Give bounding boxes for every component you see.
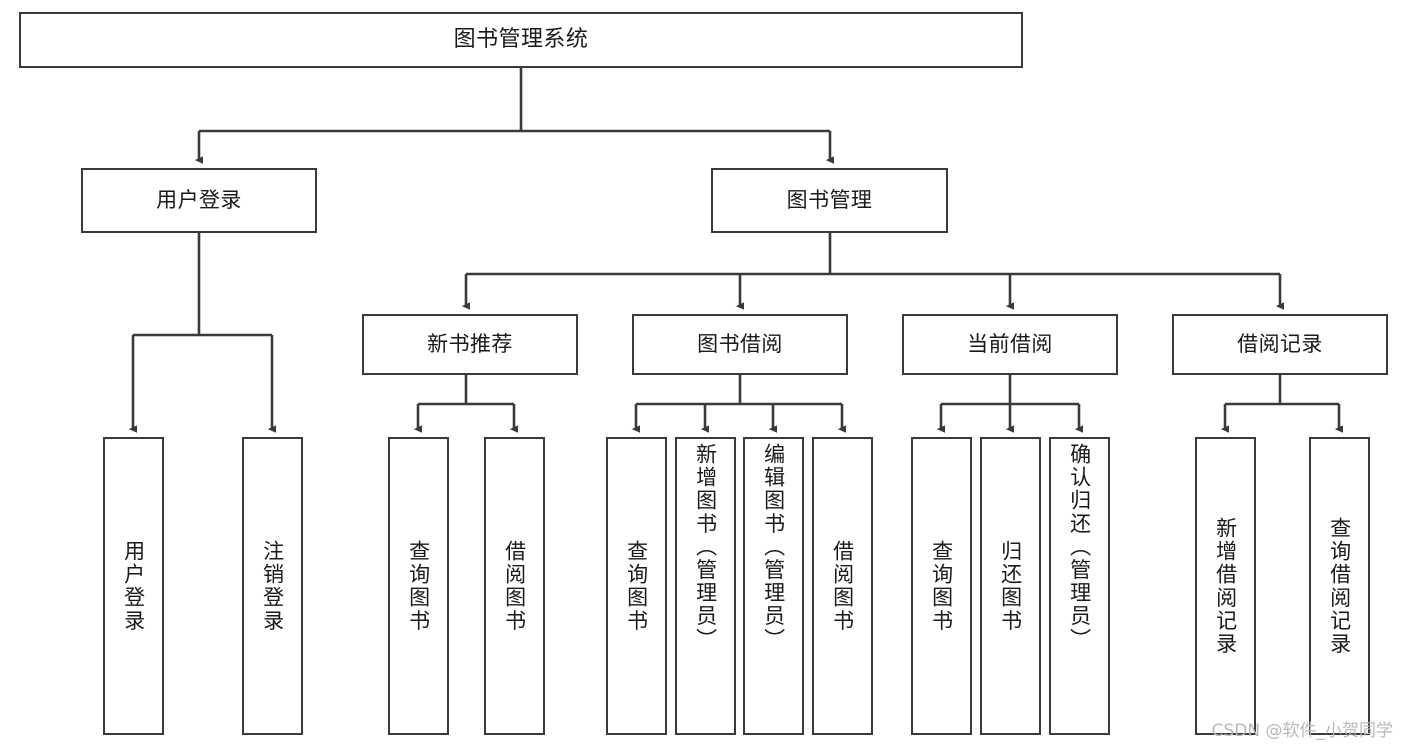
node-user-login-label: 用户登录 [156, 187, 242, 212]
node-borrow-record-label: 借阅记录 [1237, 331, 1323, 356]
node-root[interactable]: 图书管理系统 [19, 12, 1023, 68]
node-new-book-recommend-label: 新书推荐 [427, 331, 513, 356]
node-leaf-borrow-book-2-label: 借阅图书 [830, 539, 855, 633]
node-borrow-record[interactable]: 借阅记录 [1172, 314, 1388, 375]
node-leaf-confirm-return[interactable]: 确认归还（管理员） [1049, 437, 1110, 735]
node-current-borrow-label: 当前借阅 [967, 331, 1053, 356]
node-leaf-borrow-book-1-label: 借阅图书 [502, 539, 527, 633]
node-leaf-query-book-1[interactable]: 查询图书 [388, 437, 449, 735]
node-leaf-logout[interactable]: 注销登录 [242, 437, 303, 735]
node-leaf-query-book-2-label: 查询图书 [624, 539, 649, 633]
node-leaf-add-record-label: 新增借阅记录 [1213, 516, 1238, 656]
node-leaf-add-record[interactable]: 新增借阅记录 [1195, 437, 1256, 735]
node-book-borrow[interactable]: 图书借阅 [632, 314, 848, 375]
node-leaf-query-book-3[interactable]: 查询图书 [911, 437, 972, 735]
node-leaf-logout-label: 注销登录 [260, 539, 285, 633]
node-current-borrow[interactable]: 当前借阅 [902, 314, 1118, 375]
node-leaf-query-book-1-label: 查询图书 [406, 539, 431, 633]
node-leaf-borrow-book-2[interactable]: 借阅图书 [812, 437, 873, 735]
node-leaf-user-login[interactable]: 用户登录 [103, 437, 164, 735]
node-leaf-edit-book-label: 编辑图书（管理员） [761, 443, 786, 651]
node-leaf-return-book-label: 归还图书 [998, 539, 1023, 633]
node-leaf-add-book[interactable]: 新增图书（管理员） [675, 437, 736, 735]
node-leaf-confirm-return-label: 确认归还（管理员） [1067, 443, 1092, 651]
node-leaf-add-book-label: 新增图书（管理员） [693, 443, 718, 651]
node-book-manage-label: 图书管理 [786, 187, 873, 212]
node-leaf-borrow-book-1[interactable]: 借阅图书 [484, 437, 545, 735]
node-leaf-query-record-label: 查询借阅记录 [1327, 516, 1352, 656]
watermark: CSDN @软件_小贺同学 [1211, 721, 1393, 741]
node-leaf-edit-book[interactable]: 编辑图书（管理员） [743, 437, 804, 735]
node-leaf-query-record[interactable]: 查询借阅记录 [1309, 437, 1370, 735]
node-leaf-return-book[interactable]: 归还图书 [980, 437, 1041, 735]
node-leaf-user-login-label: 用户登录 [121, 539, 146, 633]
node-new-book-recommend[interactable]: 新书推荐 [362, 314, 578, 375]
node-book-borrow-label: 图书借阅 [697, 331, 783, 356]
node-leaf-query-book-2[interactable]: 查询图书 [606, 437, 667, 735]
node-root-label: 图书管理系统 [453, 26, 589, 52]
node-user-login[interactable]: 用户登录 [81, 168, 317, 233]
node-leaf-query-book-3-label: 查询图书 [929, 539, 954, 633]
node-book-manage[interactable]: 图书管理 [711, 168, 948, 233]
